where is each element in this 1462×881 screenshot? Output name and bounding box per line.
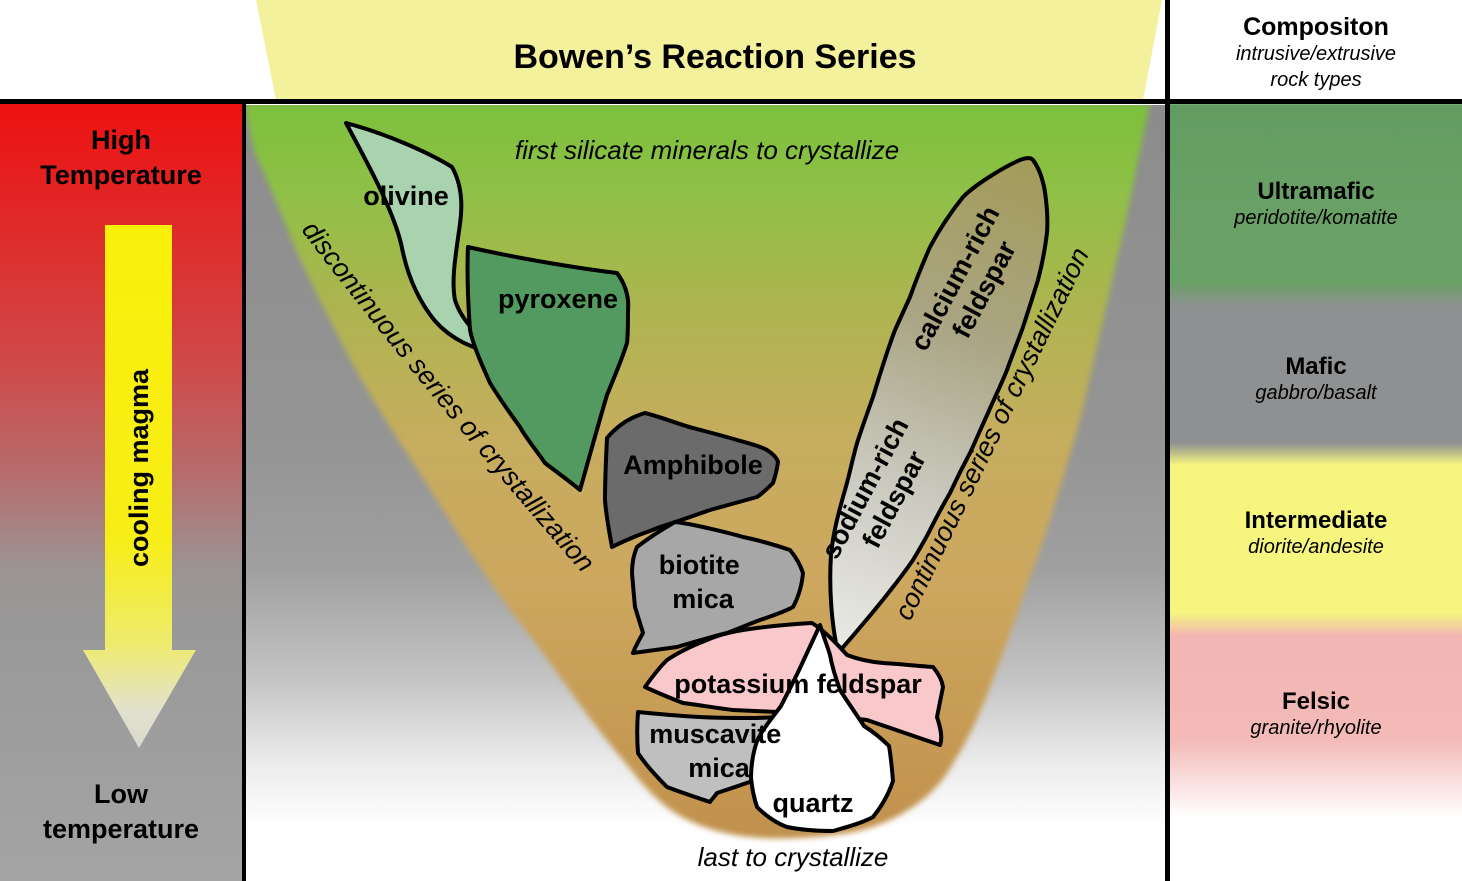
composition-header: Compositon intrusive/extrusive rock type…: [1170, 14, 1462, 93]
band-intermediate: Intermediate diorite/andesite: [1244, 507, 1388, 558]
amphibole-label: Amphibole: [623, 450, 763, 480]
composition-panel: Compositon intrusive/extrusive rock type…: [1170, 0, 1462, 881]
band-felsic: Felsic granite/rhyolite: [1250, 688, 1382, 739]
potassium-feldspar-label: potassium feldspar: [674, 669, 922, 699]
mineral-blobs: [344, 121, 1050, 833]
right-vertical-divider: [1165, 0, 1170, 881]
first-to-crystallize-note: first silicate minerals to crystallize: [515, 135, 899, 165]
composition-title: Compositon: [1243, 13, 1389, 41]
horizontal-divider: [0, 99, 1462, 104]
down-arrow-icon: [83, 225, 196, 748]
quartz-blob: [749, 623, 895, 833]
cooling-arrow-svg: cooling magma: [83, 225, 196, 748]
page-title: Bowen’s Reaction Series: [513, 38, 916, 76]
band-mafic: Mafic gabbro/basalt: [1255, 353, 1377, 404]
olivine-label: olivine: [363, 181, 449, 211]
title-banner: [256, 0, 1162, 100]
pyroxene-blob: [465, 245, 631, 492]
muscavite-mica-label: muscavite mica: [649, 719, 789, 783]
biotite-mica-label: biotite mica: [659, 550, 748, 614]
pyroxene-label: pyroxene: [498, 284, 618, 314]
high-temperature-label: High Temperature: [40, 125, 202, 190]
cooling-magma-label: cooling magma: [124, 368, 154, 567]
reaction-series-canvas: Bowen’s Reaction Series first silicate m…: [246, 0, 1166, 881]
left-vertical-divider: [242, 99, 246, 881]
sodium-calcium-feldspar-blob: [828, 156, 1050, 655]
quartz-label: quartz: [773, 788, 854, 818]
last-to-crystallize-note: last to crystallize: [698, 842, 889, 872]
temperature-panel: cooling magma High Temperature Low tempe…: [0, 103, 242, 881]
amphibole-blob: [603, 411, 780, 549]
band-ultramafic: Ultramafic peridotite/komatite: [1234, 178, 1398, 229]
low-temperature-label: Low temperature: [42, 779, 200, 844]
